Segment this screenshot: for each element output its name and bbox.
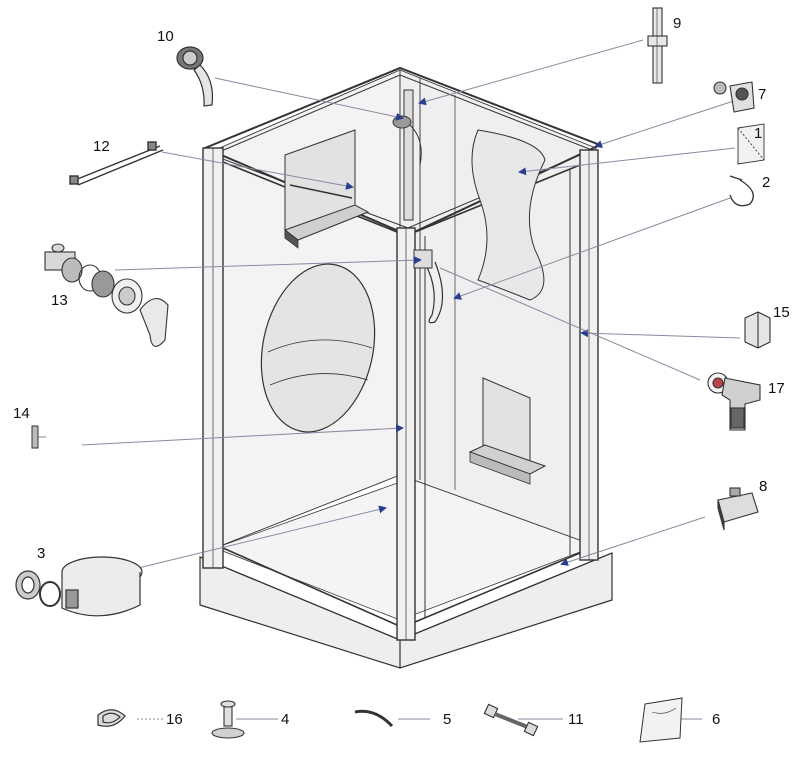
part-9-riser-rail — [647, 7, 668, 84]
callout-3: 3 — [37, 545, 46, 562]
part-10-hand-shower — [176, 46, 214, 107]
callout-5: 5 — [443, 711, 452, 728]
part-15-corner-cap — [744, 311, 771, 349]
left-wall-oval-panel — [260, 263, 376, 433]
callout-15: 15 — [773, 304, 790, 321]
callout-16: 16 — [166, 711, 183, 728]
callout-4: 4 — [281, 711, 290, 728]
part-5-hose — [354, 709, 394, 728]
part-8-drain-block — [717, 487, 759, 531]
part-14-clip — [31, 425, 39, 449]
part-2-flexible-hose — [729, 175, 754, 207]
part-12-towel-rail — [69, 141, 164, 186]
wavy-mirror-panel — [471, 129, 546, 301]
part-11-connector-hose — [483, 703, 539, 737]
callout-13: 13 — [51, 292, 68, 309]
callout-8: 8 — [759, 478, 768, 495]
callout-17: 17 — [768, 380, 785, 397]
callout-10: 10 — [157, 28, 174, 45]
part-1-seal-strip — [737, 123, 765, 165]
part-7-wall-elbow — [713, 81, 755, 113]
callout-2: 2 — [762, 174, 771, 191]
callout-9: 9 — [673, 15, 682, 32]
callout-11: 11 — [568, 711, 584, 728]
part-16-seal-ring — [97, 709, 126, 727]
riser-rail — [403, 89, 414, 221]
part-17-bath-elbow — [707, 372, 761, 431]
callout-7: 7 — [758, 86, 767, 103]
callout-12: 12 — [93, 138, 110, 155]
callout-14: 14 — [13, 405, 30, 422]
part-13-mixer-valve — [44, 243, 169, 347]
part-4-adjustable-foot — [211, 700, 245, 739]
part-6-installation-pack — [639, 697, 683, 743]
shower-enclosure — [199, 66, 613, 669]
callout-1: 1 — [754, 125, 763, 142]
leader-lines — [33, 39, 753, 720]
callout-6: 6 — [712, 711, 721, 728]
part-3-waste-trap — [15, 556, 143, 617]
